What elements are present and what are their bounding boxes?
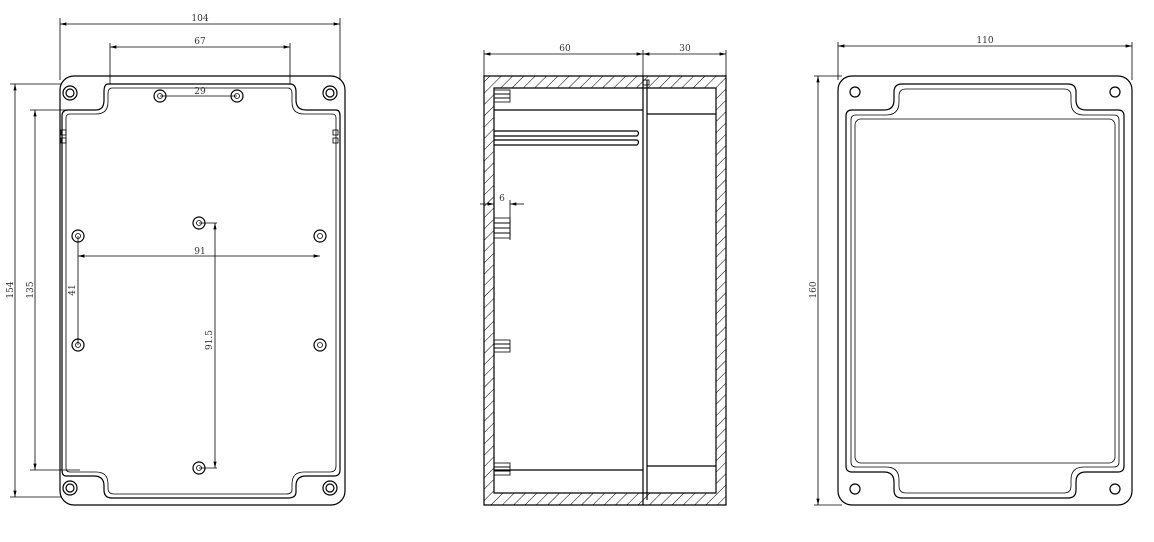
side-section-view: 60 30 6 xyxy=(480,44,727,506)
top-view: 110 160 xyxy=(809,36,1133,506)
dim-60: 60 xyxy=(559,44,571,54)
dim-160: 160 xyxy=(809,281,819,298)
dim-41: 41 xyxy=(68,284,78,295)
dimensions-side-view: 60 30 6 xyxy=(480,44,727,240)
dim-6: 6 xyxy=(499,194,505,204)
dim-91: 91 xyxy=(194,247,205,257)
dim-67: 67 xyxy=(194,37,206,47)
dim-154: 154 xyxy=(6,281,16,298)
ribs xyxy=(493,89,511,476)
dim-135: 135 xyxy=(26,281,36,298)
dimensions-top-view: 110 160 xyxy=(809,36,1133,506)
dim-104: 104 xyxy=(191,14,208,24)
dim-30: 30 xyxy=(679,44,691,54)
dim-29: 29 xyxy=(194,87,206,97)
corner-holes xyxy=(62,85,338,496)
dim-91-5: 91.5 xyxy=(205,330,215,350)
dimensions-bottom-view: 104 67 29 91 41 91.5 154 135 xyxy=(6,14,341,498)
dim-110: 110 xyxy=(976,36,993,46)
mount-holes xyxy=(71,89,327,475)
bottom-view: 104 67 29 91 41 91.5 154 135 xyxy=(6,14,346,506)
